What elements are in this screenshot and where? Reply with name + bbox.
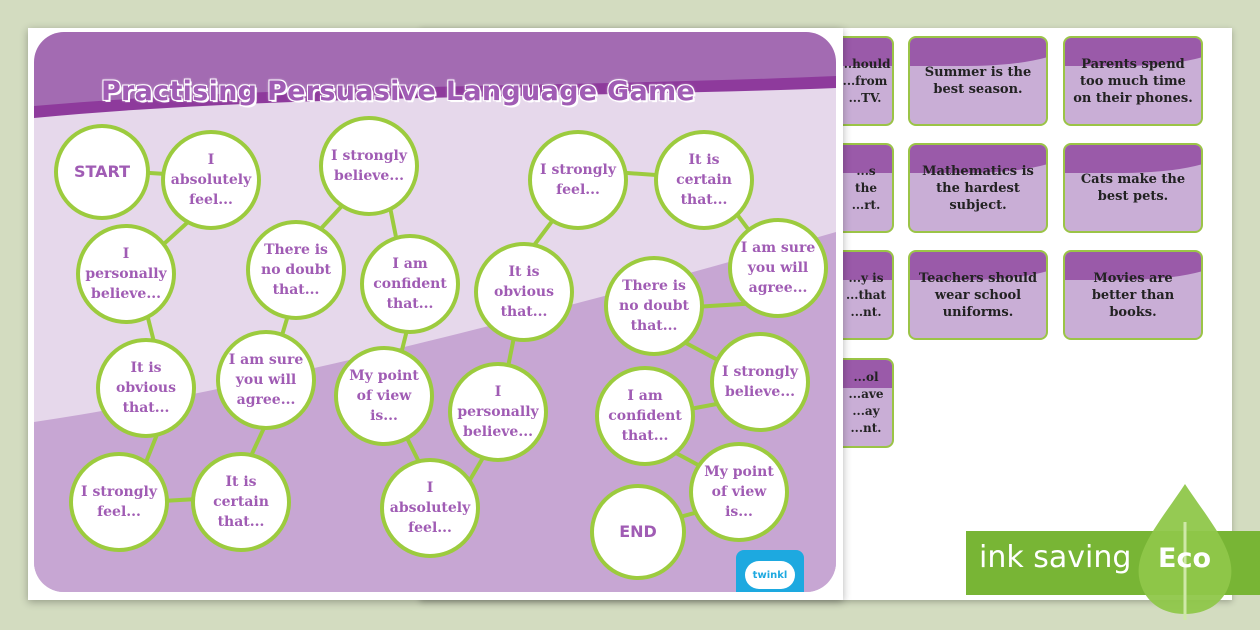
board-space: I am sure you will agree... xyxy=(216,330,316,430)
game-board: Practising Persuasive Language Game xyxy=(34,32,836,592)
statement-card: Parents spend too much time on their pho… xyxy=(1063,36,1203,126)
statement-card: ...y is ...that ...nt. xyxy=(838,250,894,340)
game-board-page: Practising Persuasive Language Game xyxy=(28,28,843,600)
statement-card: Teachers should wear school uniforms. xyxy=(908,250,1048,340)
card-text: Cats make the best pets. xyxy=(1080,172,1186,204)
board-space: I strongly feel... xyxy=(69,452,169,552)
board-space: My point of view is... xyxy=(689,442,789,542)
board-space: I am confident that... xyxy=(595,366,695,466)
space-label: I strongly feel... xyxy=(540,162,616,198)
board-space: There is no doubt that... xyxy=(246,220,346,320)
board-space: It is obvious that... xyxy=(474,242,574,342)
statement-card: ...ol ...ave ...ay ...nt. xyxy=(838,358,894,448)
space-label: I absolutely feel... xyxy=(389,480,471,536)
statement-card: Summer is the best season. xyxy=(908,36,1048,126)
space-label: It is certain that... xyxy=(676,152,732,208)
board-space: I personally believe... xyxy=(448,362,548,462)
eco-badge-text: ink saving xyxy=(979,540,1132,575)
space-label: I am confident that... xyxy=(373,256,447,312)
space-label: There is no doubt that... xyxy=(261,242,331,298)
game-title: Practising Persuasive Language Game xyxy=(100,76,696,107)
board-space: I strongly believe... xyxy=(319,116,419,216)
statement-card: Movies are better than books. xyxy=(1063,250,1203,340)
board-space: It is certain that... xyxy=(191,452,291,552)
space-label: I strongly believe... xyxy=(722,364,798,400)
space-label: I absolutely feel... xyxy=(170,152,252,208)
space-label: I strongly feel... xyxy=(81,484,157,520)
space-label: I am sure you will agree... xyxy=(740,240,816,296)
space-label: There is no doubt that... xyxy=(619,278,689,334)
board-space: My point of view is... xyxy=(334,346,434,446)
space-label: It is obvious that... xyxy=(494,264,554,320)
card-text: Movies are better than books. xyxy=(1091,270,1175,320)
statement-card: ...hould ...from ...TV. xyxy=(838,36,894,126)
card-text: Parents spend too much time on their pho… xyxy=(1073,56,1193,106)
board-space: I am sure you will agree... xyxy=(728,218,828,318)
card-text: ...hould ...from ...TV. xyxy=(839,56,891,105)
twinkl-logo: twinkl xyxy=(736,550,804,592)
space-label: I am confident that... xyxy=(608,388,682,444)
space-label: My point of view is... xyxy=(349,368,419,424)
card-text: Summer is the best season. xyxy=(924,65,1032,97)
space-label: My point of view is... xyxy=(704,464,774,520)
board-space: I strongly believe... xyxy=(710,332,810,432)
card-text: Teachers should wear school uniforms. xyxy=(918,270,1038,320)
eco-badge-label: Eco xyxy=(1158,543,1211,574)
twinkl-logo-text: twinkl xyxy=(745,561,795,589)
space-label: I am sure you will agree... xyxy=(228,352,304,408)
statement-card: Cats make the best pets. xyxy=(1063,143,1203,233)
board-space-end: END xyxy=(590,484,686,580)
card-text: ...ol ...ave ...ay ...nt. xyxy=(848,370,884,435)
space-label: END xyxy=(619,522,657,541)
space-label: START xyxy=(73,162,131,181)
space-label: I strongly believe... xyxy=(331,148,407,184)
space-label: It is obvious that... xyxy=(116,360,176,416)
space-label: I personally believe... xyxy=(85,246,167,302)
board-space: It is certain that... xyxy=(654,130,754,230)
statement-card: ...s the ...rt. xyxy=(838,143,894,233)
board-space: It is obvious that... xyxy=(96,338,196,438)
card-text: ...s the ...rt. xyxy=(851,163,881,212)
board-space: I absolutely feel... xyxy=(380,458,480,558)
board-space: There is no doubt that... xyxy=(604,256,704,356)
card-text: Mathematics is the hardest subject. xyxy=(922,163,1034,213)
space-label: It is certain that... xyxy=(213,474,269,530)
statement-card: Mathematics is the hardest subject. xyxy=(908,143,1048,233)
board-space: I am confident that... xyxy=(360,234,460,334)
leaf-icon xyxy=(1138,484,1232,620)
card-text: ...y is ...that ...nt. xyxy=(845,270,887,319)
board-space: I strongly feel... xyxy=(528,130,628,230)
board-space-start: START xyxy=(54,124,150,220)
board-space: I absolutely feel... xyxy=(161,130,261,230)
board-space: I personally believe... xyxy=(76,224,176,324)
space-label: I personally believe... xyxy=(457,384,539,440)
